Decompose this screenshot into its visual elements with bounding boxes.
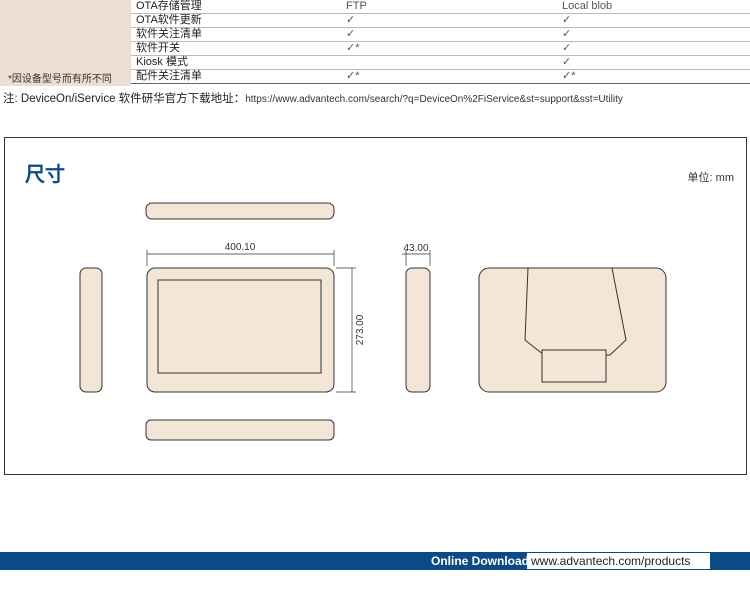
value-1: ✓* <box>346 42 360 54</box>
right-side-view <box>405 267 431 393</box>
value-2: ✓ <box>562 14 572 26</box>
feature: OTA软件更新 <box>136 14 202 26</box>
feature: Kiosk 模式 <box>136 56 188 68</box>
dimensions-panel: 尺寸 单位: mm <box>4 137 747 475</box>
section-title: 尺寸 <box>25 164 65 186</box>
value-1: ✓ <box>346 28 356 40</box>
value-2: Local blob <box>562 0 613 12</box>
table-row: Kiosk 模式 ✓ <box>131 56 750 70</box>
depth-dimension: 43.00 <box>403 243 428 254</box>
table-row: 软件关注清单 ✓ ✓ <box>131 28 750 42</box>
table-row: 配件关注清单 ✓* ✓* <box>131 70 750 84</box>
table-row: 软件开关 ✓* ✓ <box>131 42 750 56</box>
value-1: ✓ <box>346 14 356 26</box>
value-1: FTP <box>346 0 367 12</box>
footer-bar: Online Download www.advantech.com/produc… <box>0 552 750 570</box>
value-2: ✓* <box>562 70 576 82</box>
products-link[interactable]: www.advantech.com/products <box>527 553 710 569</box>
feature: 软件开关 <box>136 42 180 54</box>
value-2: ✓ <box>562 28 572 40</box>
online-download-label: Online Download <box>431 554 529 568</box>
table-left-column <box>0 0 131 86</box>
left-side-view <box>79 267 103 393</box>
stand <box>524 267 627 356</box>
unit-label: 单位: mm <box>687 172 734 184</box>
screen-area <box>157 279 322 374</box>
value-1: ✓* <box>346 70 360 82</box>
value-2: ✓ <box>562 42 572 54</box>
download-link[interactable]: https://www.advantech.com/search/?q=Devi… <box>245 94 623 105</box>
feature: 配件关注清单 <box>136 70 202 82</box>
feature: OTA存储管理 <box>136 0 202 12</box>
top-view <box>145 202 335 220</box>
width-dimension: 400.10 <box>225 242 256 253</box>
feature: 软件关注清单 <box>136 28 202 40</box>
footnote: 注: DeviceOn/iService 软件研华官方下载地址：https://… <box>3 90 623 106</box>
bottom-view <box>145 419 335 441</box>
footnote-text: 注: DeviceOn/iService 软件研华官方下载地址： <box>3 93 246 105</box>
table-note: *因设备型号而有所不同 <box>8 74 112 85</box>
height-dimension: 273.00 <box>355 314 366 345</box>
value-2: ✓ <box>562 56 572 68</box>
table-row: OTA存储管理 FTP Local blob <box>131 0 750 14</box>
table-row: OTA软件更新 ✓ ✓ <box>131 14 750 28</box>
